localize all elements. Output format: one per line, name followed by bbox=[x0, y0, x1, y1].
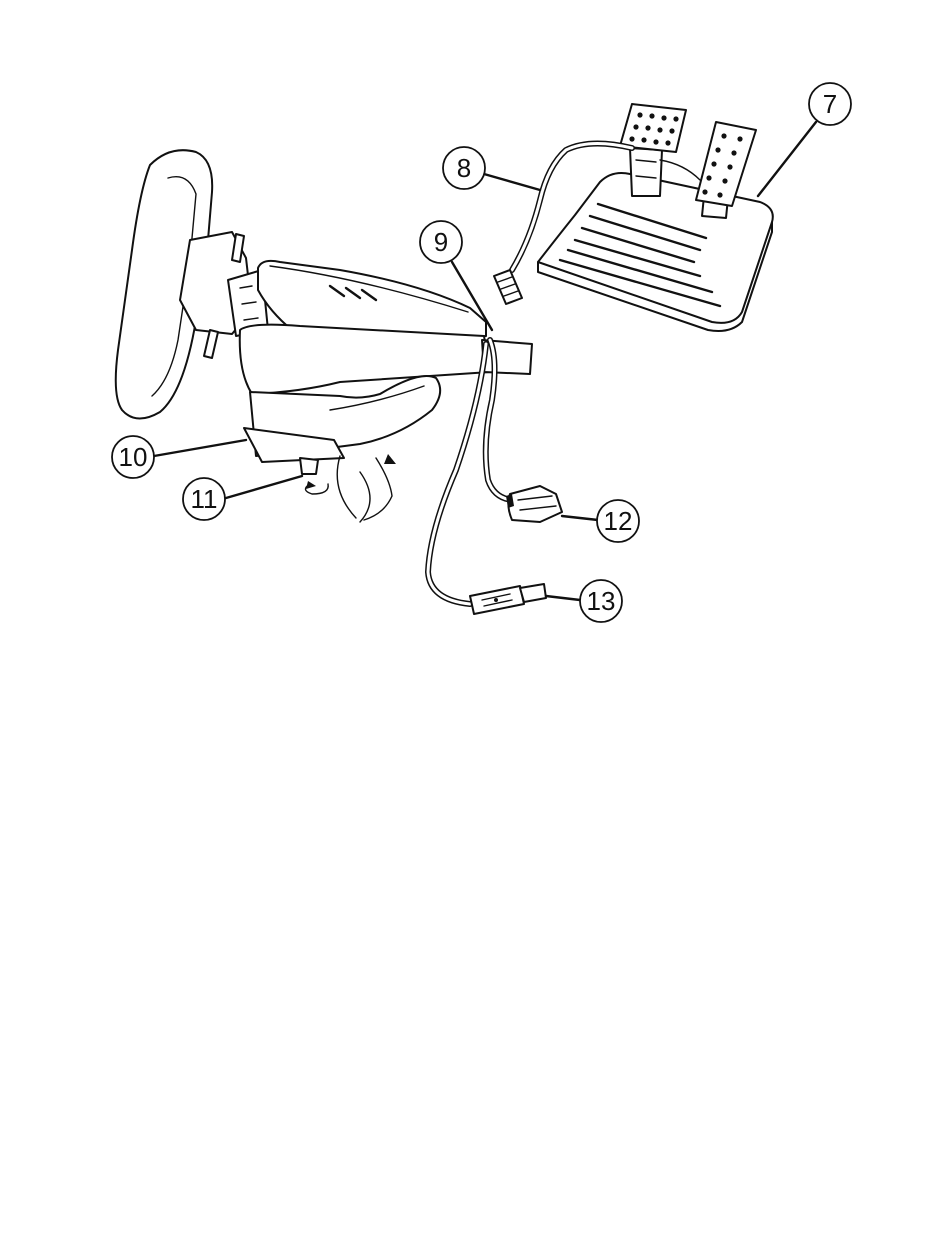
leader-11 bbox=[226, 476, 302, 498]
leader-7 bbox=[758, 122, 816, 196]
leader-8 bbox=[484, 174, 540, 190]
brake-pedal-arm bbox=[630, 148, 662, 196]
callout-8: 8 bbox=[443, 147, 485, 189]
usb-connector bbox=[470, 584, 546, 614]
ps2-connector bbox=[506, 486, 562, 522]
leader-13 bbox=[546, 596, 580, 600]
leader-10 bbox=[154, 440, 246, 456]
callout-9-label: 9 bbox=[434, 227, 448, 257]
pedal-unit bbox=[538, 104, 773, 331]
callout-7-label: 7 bbox=[823, 89, 837, 119]
console-cable bbox=[428, 340, 512, 604]
callout-13-label: 13 bbox=[587, 586, 616, 616]
callout-9: 9 bbox=[420, 221, 462, 263]
callout-12: 12 bbox=[597, 500, 639, 542]
callout-10: 10 bbox=[112, 436, 154, 478]
leader-12 bbox=[562, 516, 598, 520]
callout-7: 7 bbox=[809, 83, 851, 125]
callout-12-label: 12 bbox=[604, 506, 633, 536]
callout-11-label: 11 bbox=[191, 484, 218, 514]
callout-8-label: 8 bbox=[457, 153, 471, 183]
callout-13: 13 bbox=[580, 580, 622, 622]
callout-10-label: 10 bbox=[119, 442, 148, 472]
callout-11: 11 bbox=[183, 478, 225, 520]
table-clamp bbox=[244, 428, 396, 522]
paddle-shifter-bottom bbox=[204, 330, 218, 358]
clamp-screw bbox=[300, 458, 318, 474]
